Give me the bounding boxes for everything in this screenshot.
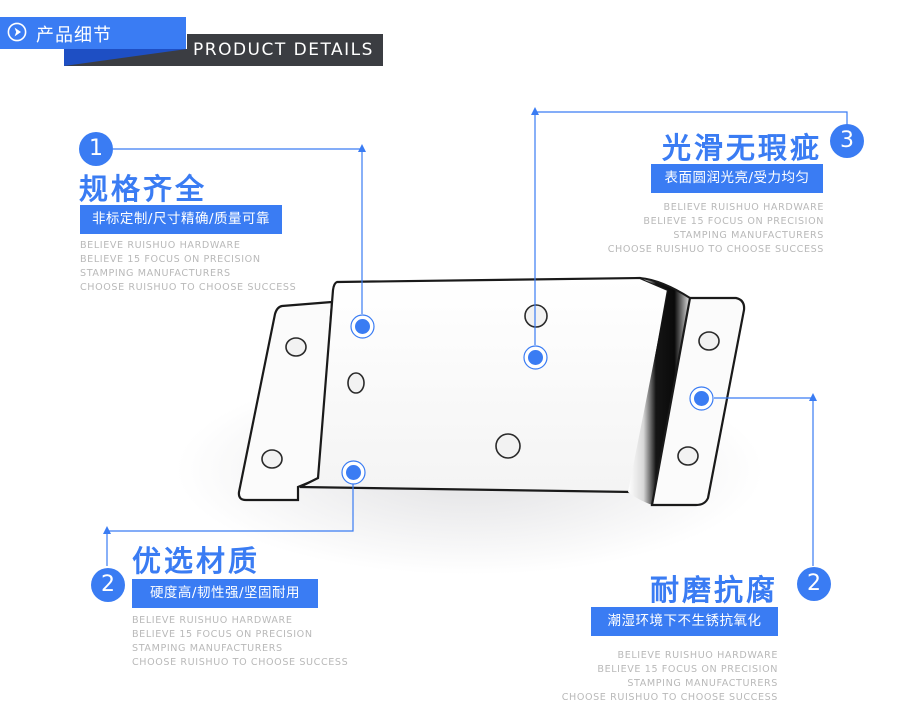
feature-tag: 潮湿环境下不生锈抗氧化 bbox=[591, 607, 778, 636]
feature-number-badge: 2 bbox=[797, 567, 831, 601]
feature-title: 光滑无瑕疵 bbox=[662, 131, 823, 165]
caption-line: BELIEVE 15 FOCUS ON PRECISION bbox=[643, 216, 824, 227]
hotspot-dot-right[interactable] bbox=[689, 386, 714, 411]
caption-line: STAMPING MANUFACTURERS bbox=[80, 268, 231, 279]
hotspot-dot-3[interactable] bbox=[523, 345, 548, 370]
caption-line: BELIEVE RUISHUO HARDWARE bbox=[80, 240, 241, 251]
section-title-en: PRODUCT DETAILS bbox=[193, 40, 374, 60]
feature-number-badge: 2 bbox=[91, 568, 125, 602]
caption-line: CHOOSE RUISHUO TO CHOOSE SUCCESS bbox=[80, 282, 297, 293]
caption-line: CHOOSE RUISHUO TO CHOOSE SUCCESS bbox=[607, 244, 824, 255]
caption-line: BELIEVE 15 FOCUS ON PRECISION bbox=[597, 664, 778, 675]
section-title-cn: 产品细节 bbox=[36, 25, 112, 46]
caption-line: BELIEVE 15 FOCUS ON PRECISION bbox=[80, 254, 261, 265]
feature-tag: 硬度高/韧性强/坚固耐用 bbox=[132, 579, 318, 608]
feature-caption: BELIEVE RUISHUO HARDWARE BELIEVE 15 FOCU… bbox=[80, 239, 296, 295]
section-header-cn-bg bbox=[0, 17, 186, 49]
caption-line: BELIEVE RUISHUO HARDWARE bbox=[663, 202, 824, 213]
caption-line: STAMPING MANUFACTURERS bbox=[627, 678, 778, 689]
feature-number-badge: 1 bbox=[79, 132, 113, 166]
feature-tag: 非标定制/尺寸精确/质量可靠 bbox=[80, 205, 282, 234]
feature-title: 优选材质 bbox=[132, 544, 261, 578]
feature-caption: BELIEVE RUISHUO HARDWARE BELIEVE 15 FOCU… bbox=[132, 614, 348, 670]
hotspot-dot-1[interactable] bbox=[350, 314, 375, 339]
hotspot-dot-bottom[interactable] bbox=[341, 460, 366, 485]
caption-line: BELIEVE RUISHUO HARDWARE bbox=[617, 650, 778, 661]
header-accent-shape bbox=[64, 49, 187, 66]
section-header-en-bg bbox=[187, 34, 383, 66]
caption-line: STAMPING MANUFACTURERS bbox=[673, 230, 824, 241]
feature-caption: BELIEVE RUISHUO HARDWARE BELIEVE 15 FOCU… bbox=[548, 649, 778, 705]
caption-line: STAMPING MANUFACTURERS bbox=[132, 643, 283, 654]
caption-line: BELIEVE 15 FOCUS ON PRECISION bbox=[132, 629, 313, 640]
caption-line: CHOOSE RUISHUO TO CHOOSE SUCCESS bbox=[132, 657, 349, 668]
feature-caption: BELIEVE RUISHUO HARDWARE BELIEVE 15 FOCU… bbox=[604, 201, 824, 257]
feature-title: 耐磨抗腐 bbox=[650, 573, 779, 607]
caption-line: CHOOSE RUISHUO TO CHOOSE SUCCESS bbox=[561, 692, 778, 703]
feature-title: 规格齐全 bbox=[79, 172, 208, 206]
feature-tag: 表面圆润光亮/受力均匀 bbox=[651, 164, 823, 193]
play-circle-icon bbox=[7, 22, 27, 42]
feature-number-badge: 3 bbox=[830, 124, 864, 158]
caption-line: BELIEVE RUISHUO HARDWARE bbox=[132, 615, 293, 626]
